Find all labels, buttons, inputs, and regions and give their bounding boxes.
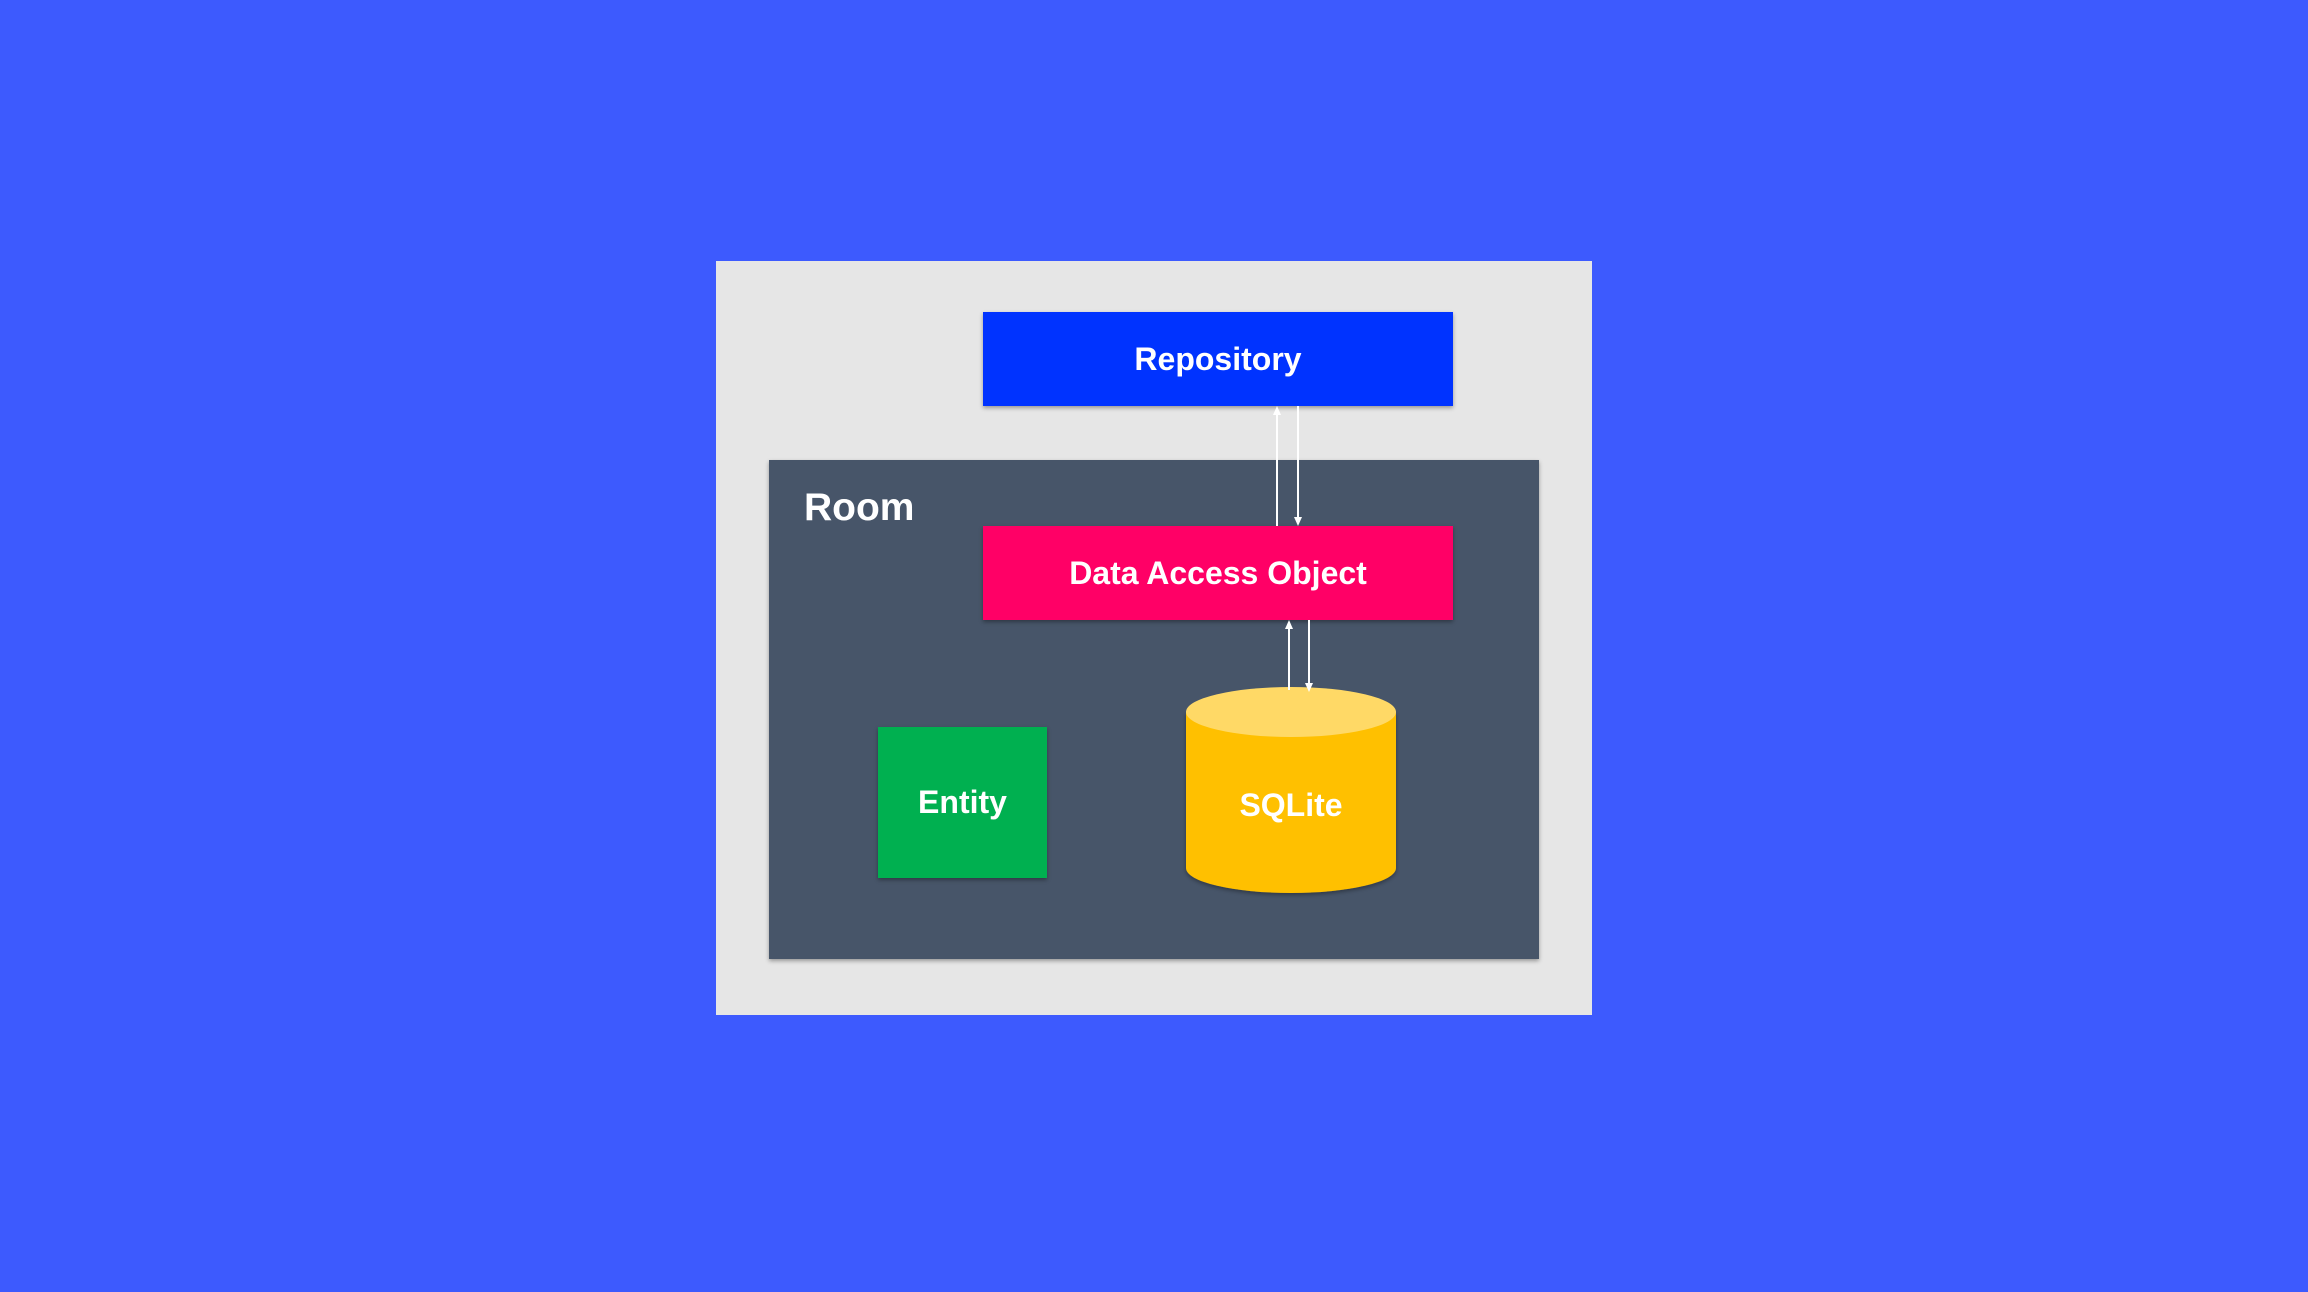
sqlite-cylinder-body [1186,712,1396,893]
repository-box: Repository [983,312,1453,406]
entity-label: Entity [918,784,1007,820]
data-access-object-box: Data Access Object [983,526,1453,620]
repository-label: Repository [1134,340,1302,377]
dao-label: Data Access Object [1069,554,1367,591]
entity-box: Entity [878,727,1047,878]
sqlite-cylinder-top [1186,687,1396,737]
sqlite-database-cylinder [1186,687,1396,893]
room-label: Room [804,486,915,529]
sqlite-label: SQLite [1239,787,1343,823]
